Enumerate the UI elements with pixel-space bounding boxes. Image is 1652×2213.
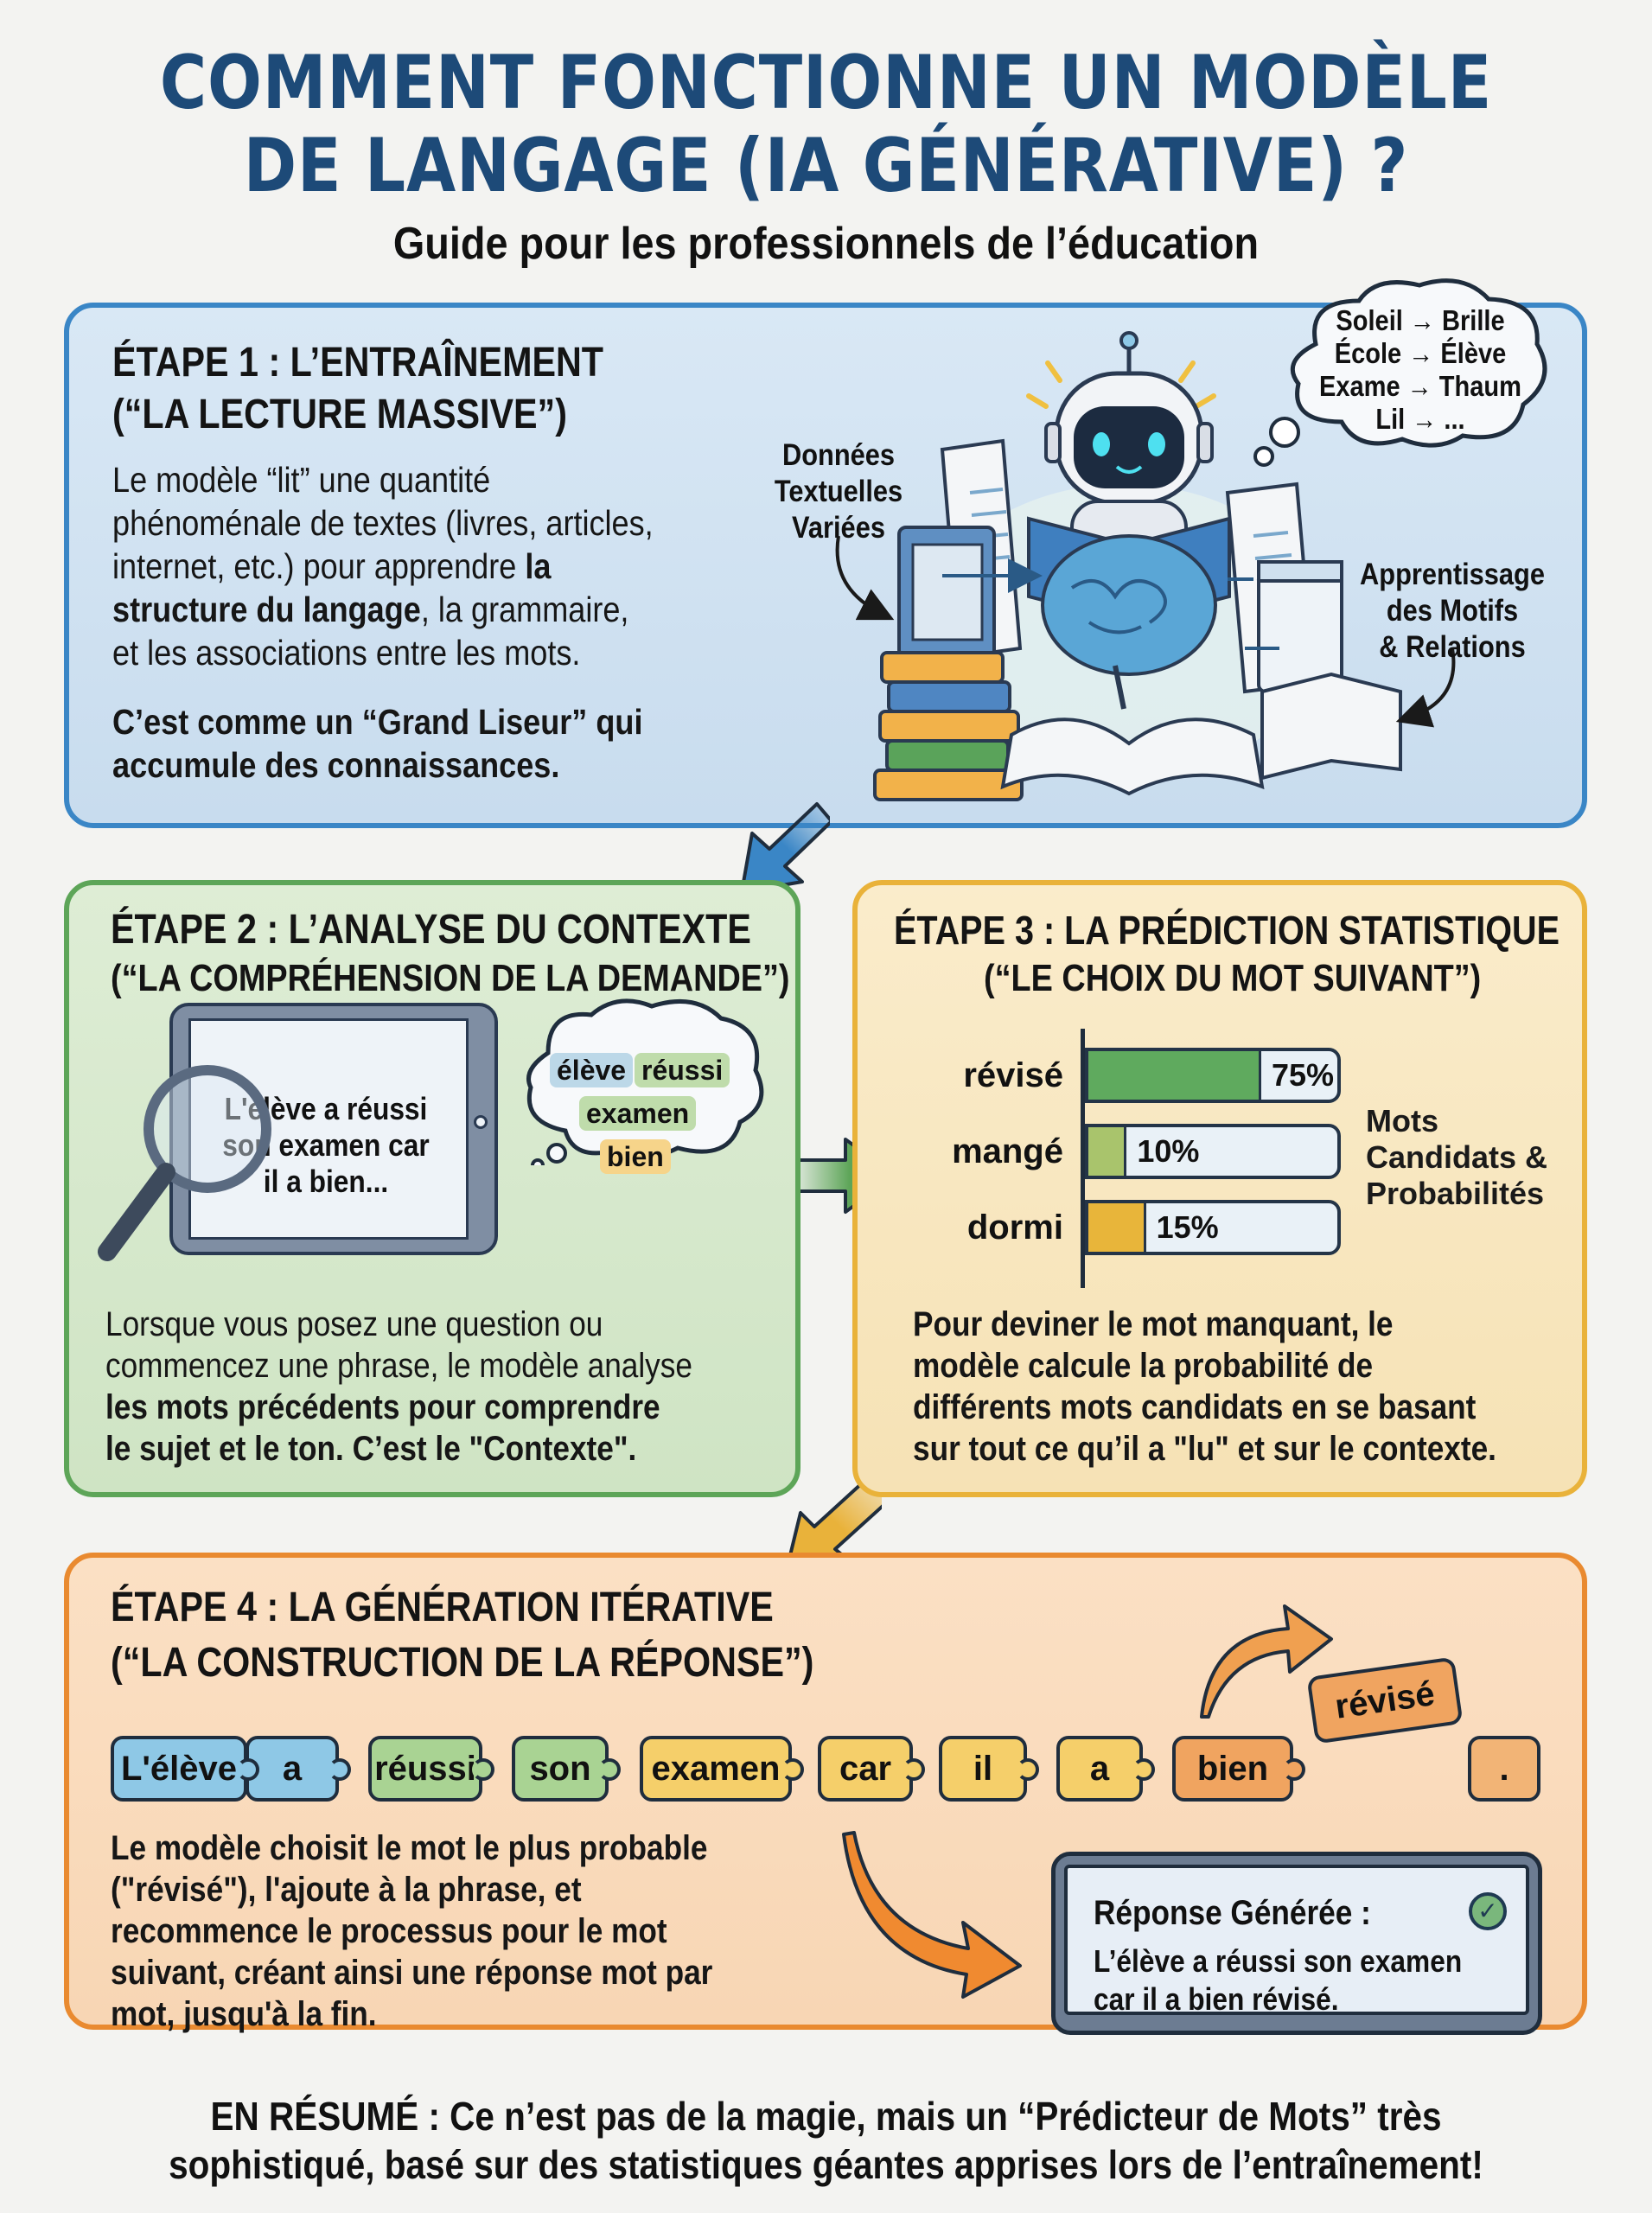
title-line-2: DE LANGAGE (IA GÉNÉRATIVE) ? [243,123,1409,209]
puzzle-knob [1283,1758,1305,1781]
puzzle-knob [781,1758,804,1781]
end-token-piece: . [1468,1736,1540,1802]
curved-arrow-icon [842,1831,1022,1999]
context-chip: examen [579,1096,697,1131]
chart-axis [1081,1029,1085,1288]
token-word: son [529,1749,591,1788]
bar [1088,1051,1261,1100]
label-pattern-learning: Apprentissage des Motifs & Relations [1360,558,1545,664]
page-title: COMMENT FONCTIONNE UN MODÈLE DE LANGAGE … [116,41,1536,207]
thought-cloud-text: Soleil → Brille École → Élève Exame → Th… [1318,304,1521,435]
token-piece: examen [640,1736,804,1802]
token-piece: a [1056,1736,1155,1802]
bar-category-label: révisé [963,1056,1063,1094]
puzzle-knob [328,1758,351,1781]
step1-title: ÉTAPE 1 : L’ENTRAÎNEMENT [112,340,604,386]
step1-body: Le modèle “lit” une quantité phénoménale… [112,460,654,673]
curved-arrow-icon [1200,1604,1333,1719]
summary-label: EN RÉSUMÉ : [210,2094,440,2139]
tablet-home-button [474,1115,488,1129]
context-chip: réussi [635,1053,730,1087]
bar-track: 75% [1085,1048,1341,1103]
chart-legend: Mots Candidats & Probabilités [1366,1103,1548,1211]
robot-reading-illustration [835,331,1456,801]
puzzle-knob [598,1758,621,1781]
bar-value-label: 10% [1137,1133,1200,1169]
token-word: réussi [374,1749,476,1788]
step3-subtitle: (“LE CHOIX DU MOT SUIVANT”) [984,957,1482,999]
token-word: il [973,1749,993,1788]
token-word: L'élève [120,1749,238,1788]
step3-title: ÉTAPE 3 : LA PRÉDICTION STATISTIQUE [894,908,1560,953]
bar-track: 10% [1085,1124,1341,1179]
puzzle-knob [237,1758,259,1781]
spark-icon [1026,360,1216,409]
step1-body-analogy: C’est comme un “Grand Liseur” qui accumu… [112,702,643,785]
token-word: a [1089,1749,1110,1788]
bar-value-label: 75% [1272,1057,1335,1093]
bar-category-label: mangé [952,1132,1063,1170]
brain-icon [1041,534,1217,676]
checkmark-icon: ✓ [1469,1892,1507,1930]
token-piece: car [818,1736,925,1802]
title-line-1: COMMENT FONCTIONNE UN MODÈLE [159,40,1493,126]
magnifying-glass-icon [98,1065,271,1261]
bar-category-label: dormi [966,1209,1063,1247]
token-word: car [839,1749,892,1788]
step3-body: Pour deviner le mot manquant, le modèle … [913,1305,1496,1468]
bar [1088,1203,1146,1252]
token-piece: il [939,1736,1039,1802]
tablet-icon [169,1003,498,1255]
token-piece: a [246,1736,351,1802]
bar [1088,1127,1127,1176]
token-piece: réussi [368,1736,494,1802]
step2-body: Lorsque vous posez une question ou comme… [105,1305,692,1468]
step4-body: Le modèle choisit le mot le plus probabl… [111,1829,713,2033]
token-word: examen [651,1749,781,1788]
response-text: L’élève a réussi son examen car il a bie… [1094,1943,1463,2017]
curved-arrow-icon [1395,647,1456,728]
thought-cloud-icon [1290,278,1547,448]
context-chip: élève [550,1053,634,1087]
curved-arrow-icon [835,535,895,621]
step1-subtitle: (“LA LECTURE MASSIVE”) [112,392,567,437]
step2-title: ÉTAPE 2 : L’ANALYSE DU CONTEXTE [111,907,751,953]
open-book-icon [1000,717,1265,796]
token-piece: bien [1172,1736,1305,1802]
puzzle-knob [903,1758,925,1781]
token-piece: L'élève [111,1736,259,1802]
label-textual-data: Données Textuelles Variées [774,438,903,545]
token-word: bien [1196,1749,1269,1788]
bar-track: 15% [1085,1200,1341,1255]
bar-value-label: 15% [1156,1209,1219,1245]
step4-subtitle: (“LA CONSTRUCTION DE LA RÉPONSE”) [111,1640,814,1686]
puzzle-knob [1132,1758,1155,1781]
step3-panel [852,880,1587,1497]
token-word: a [282,1749,303,1788]
open-book-icon [1260,672,1402,781]
token-piece: son [512,1736,621,1802]
context-chip: bien [600,1139,671,1174]
summary: EN RÉSUMÉ : Ce n’est pas de la magie, ma… [169,2094,1483,2187]
puzzle-knob [472,1758,494,1781]
page-subtitle: Guide pour les professionnels de l’éduca… [392,219,1260,269]
step2-subtitle: (“LA COMPRÉHENSION DE LA DEMANDE”) [111,957,790,999]
book-stack-icon [873,651,1024,801]
response-title: Réponse Générée : [1094,1894,1371,1932]
puzzle-knob [1017,1758,1039,1781]
generated-response-box: Réponse Générée : ✓ L’élève a réussi son… [1051,1852,1542,2035]
step4-title: ÉTAPE 4 : LA GÉNÉRATION ITÉRATIVE [111,1585,774,1630]
